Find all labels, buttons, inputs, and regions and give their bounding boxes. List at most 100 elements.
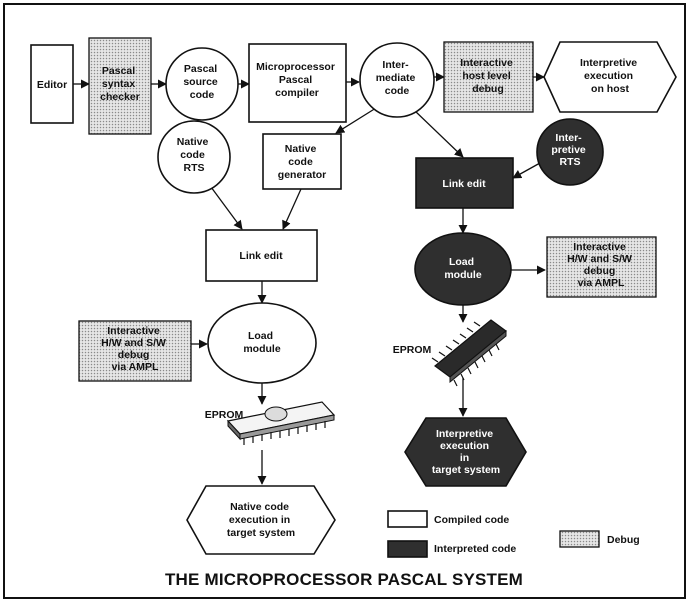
svg-text:Compiled code: Compiled code — [434, 514, 509, 526]
svg-text:EPROM: EPROM — [205, 409, 244, 421]
native-execution-line-2: execution in — [229, 514, 290, 526]
legend-swatch-interpreted — [387, 540, 428, 558]
compiler-box — [248, 43, 347, 123]
link-edit-left-label: Link edit — [239, 250, 283, 262]
intermediate-code-line-2: mediate — [376, 72, 416, 84]
editor-label: Editor — [37, 79, 67, 91]
link-edit-right-label: Link edit — [442, 178, 486, 190]
syntax-checker-line-1: Pascal — [102, 65, 135, 77]
load-module-left-node: Load module — [207, 302, 317, 384]
host-debug-box — [443, 41, 534, 113]
interp-rts-line-3: RTS — [560, 156, 581, 168]
debug-left-line-3: debug — [118, 349, 150, 361]
host-execution-hexagon — [543, 41, 677, 113]
load-module-right-ellipse — [414, 232, 512, 306]
svg-text:Native code RTS: Native code RTS — [177, 136, 211, 174]
intermediate-code-line-1: Inter- — [382, 59, 409, 71]
native-rts-circle — [157, 120, 231, 194]
svg-text:EPROM: EPROM — [393, 344, 432, 356]
syntax-checker-line-3: checker — [100, 91, 140, 103]
intermediate-code-node: Inter- mediate code — [359, 42, 435, 118]
legend-label-debug: Debug — [607, 534, 640, 546]
debug-right-node: Interactive H/W and S/W debug via AMPL — [546, 236, 657, 298]
svg-text:Debug: Debug — [607, 534, 640, 546]
load-module-right-line-1: Load — [449, 256, 474, 268]
syntax-checker-node: Pascal syntax checker — [88, 37, 152, 135]
load-module-right-line-2: module — [444, 269, 481, 281]
source-code-line-2: source — [183, 76, 218, 88]
svg-text:Interpretive execution: Interpretive execution in target system — [432, 428, 500, 476]
debug-right-line-2: H/W and S/W — [567, 253, 632, 265]
native-generator-line-3: generator — [278, 169, 326, 181]
svg-text:Interpreted code: Interpreted code — [434, 543, 516, 555]
host-execution-node: Interpretive execution on host — [543, 41, 677, 113]
load-module-left-line-2: module — [243, 343, 280, 355]
source-code-circle — [165, 47, 239, 121]
debug-right-line-3: debug — [584, 265, 616, 277]
eprom-right-chip-icon — [431, 319, 507, 387]
legend: Compiled code Interpreted code Debug — [387, 510, 640, 558]
intermediate-code-circle — [359, 42, 435, 118]
interp-execution-node: Interpretive execution in target system — [404, 417, 527, 487]
debug-right-line-4: via AMPL — [578, 277, 625, 289]
svg-text:Interactive host level: Interactive host level debug — [460, 57, 515, 95]
load-module-left-ellipse — [207, 302, 317, 384]
native-generator-node: Native code generator — [262, 133, 342, 190]
native-rts-line-1: Native — [177, 136, 209, 148]
compiler-line-2: Pascal — [279, 74, 312, 86]
host-execution-line-2: execution — [584, 70, 633, 82]
arrow-nativerts-to-linkedit-left — [210, 186, 243, 230]
interp-execution-hexagon — [404, 417, 527, 487]
svg-text:Pascal source code: Pascal source code — [183, 63, 220, 101]
svg-text:Load module: Load module — [444, 256, 481, 281]
interp-rts-line-1: Inter- — [555, 132, 582, 144]
host-debug-line-3: debug — [472, 83, 504, 95]
load-module-right-node: Load module — [414, 232, 512, 306]
host-debug-line-2: host level — [462, 70, 511, 82]
host-debug-node: Interactive host level debug — [443, 41, 534, 113]
host-execution-line-3: on host — [591, 83, 629, 95]
native-generator-box — [262, 133, 342, 190]
svg-text:Interactive H/W and S/W: Interactive H/W and S/W debug via AMPL — [567, 241, 635, 289]
intermediate-code-line-3: code — [385, 85, 410, 97]
debug-left-node: Interactive H/W and S/W debug via AMPL — [78, 320, 192, 382]
native-execution-line-1: Native code — [230, 501, 289, 513]
svg-text:Inter- pretive RTS: Inter- pretive RTS — [551, 132, 588, 168]
link-edit-right-node: Link edit — [415, 157, 514, 209]
syntax-checker-box — [88, 37, 152, 135]
debug-right-line-1: Interactive — [573, 241, 626, 253]
svg-text:Interactive H/W and S/W: Interactive H/W and S/W debug via AMPL — [101, 325, 169, 373]
svg-text:Pascal syntax chec: Pascal syntax checker — [100, 65, 140, 103]
debug-left-line-1: Interactive — [107, 325, 160, 337]
source-code-node: Pascal source code — [165, 47, 239, 121]
native-execution-hexagon — [186, 485, 336, 555]
compiler-line-3: compiler — [275, 87, 319, 99]
host-execution-line-1: Interpretive — [580, 57, 637, 69]
native-rts-line-3: RTS — [184, 162, 205, 174]
eprom-left-label: EPROM — [205, 409, 244, 421]
editor-box — [30, 44, 74, 124]
svg-text:Link edit: Link edit — [442, 178, 486, 190]
arrow-generator-to-linkedit-left — [282, 188, 302, 230]
arrow-intermediate-to-generator — [335, 107, 377, 134]
compiler-line-1: Microprocessor — [256, 61, 335, 73]
source-code-line-3: code — [190, 89, 215, 101]
syntax-checker-line-2: syntax — [102, 78, 135, 90]
interp-execution-line-2: execution — [440, 440, 489, 452]
debug-left-line-4: via AMPL — [112, 361, 159, 373]
load-module-left-line-1: Load — [248, 330, 273, 342]
svg-text:Microprocessor Pascal: Microprocessor Pascal compiler — [256, 61, 338, 99]
diagram-frame — [3, 3, 686, 599]
interp-execution-line-3: in — [460, 452, 469, 464]
interp-rts-line-2: pretive — [551, 144, 586, 156]
native-rts-node: Native code RTS — [157, 120, 231, 194]
interp-rts-circle — [536, 118, 604, 186]
interp-execution-line-4: target system — [432, 464, 500, 476]
native-generator-line-2: code — [288, 156, 313, 168]
debug-left-box — [78, 320, 192, 382]
svg-text:Native code execution in: Native code execution in target system — [227, 501, 295, 539]
arrows — [73, 72, 546, 485]
native-rts-line-2: code — [180, 149, 205, 161]
native-generator-line-1: Native — [285, 143, 317, 155]
